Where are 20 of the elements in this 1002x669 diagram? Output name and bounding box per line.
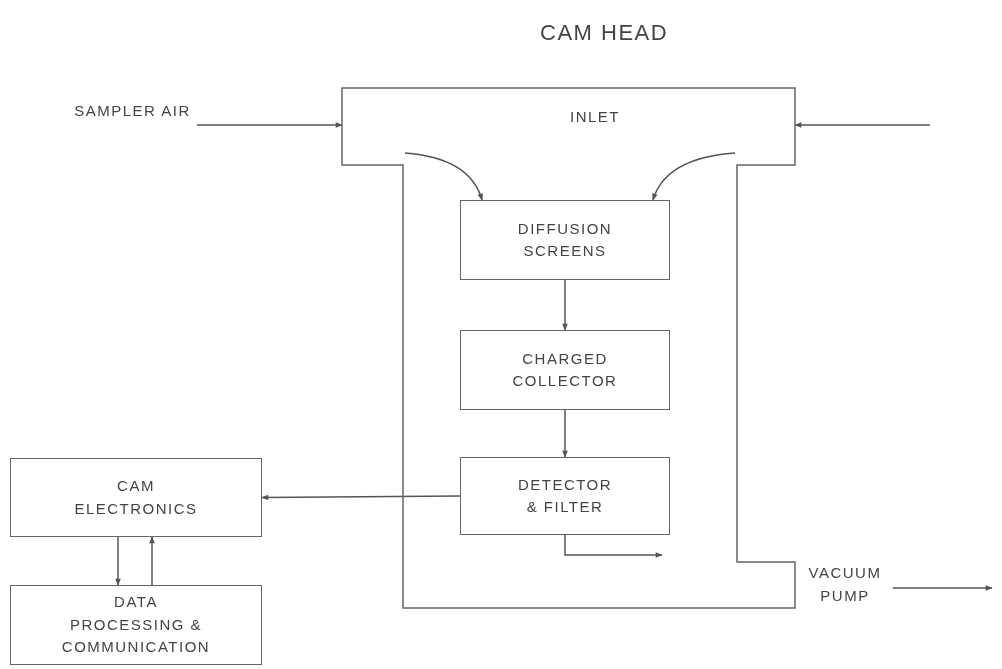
arrow	[794, 122, 931, 128]
flow-label: VACUUM PUMP	[800, 562, 890, 608]
inlet-label: INLET	[570, 108, 620, 125]
heading-text: CAM HEAD	[540, 20, 669, 46]
arrow	[891, 585, 993, 591]
process-box: CHARGED COLLECTOR	[460, 330, 670, 410]
arrow	[562, 409, 568, 458]
process-box: CAM ELECTRONICS	[10, 458, 262, 537]
arrow	[652, 152, 736, 201]
arrow	[562, 279, 568, 331]
flow-label: SAMPLER AIR	[70, 100, 195, 150]
process-box: DATA PROCESSING & COMMUNICATION	[10, 585, 262, 665]
process-box: DIFFUSION SCREENS	[460, 200, 670, 280]
arrow	[115, 536, 121, 586]
process-box: DETECTOR & FILTER	[460, 457, 670, 535]
arrow	[149, 536, 155, 586]
arrow	[196, 122, 343, 128]
arrow	[564, 534, 663, 558]
arrow	[261, 494, 461, 501]
arrow	[404, 152, 483, 201]
